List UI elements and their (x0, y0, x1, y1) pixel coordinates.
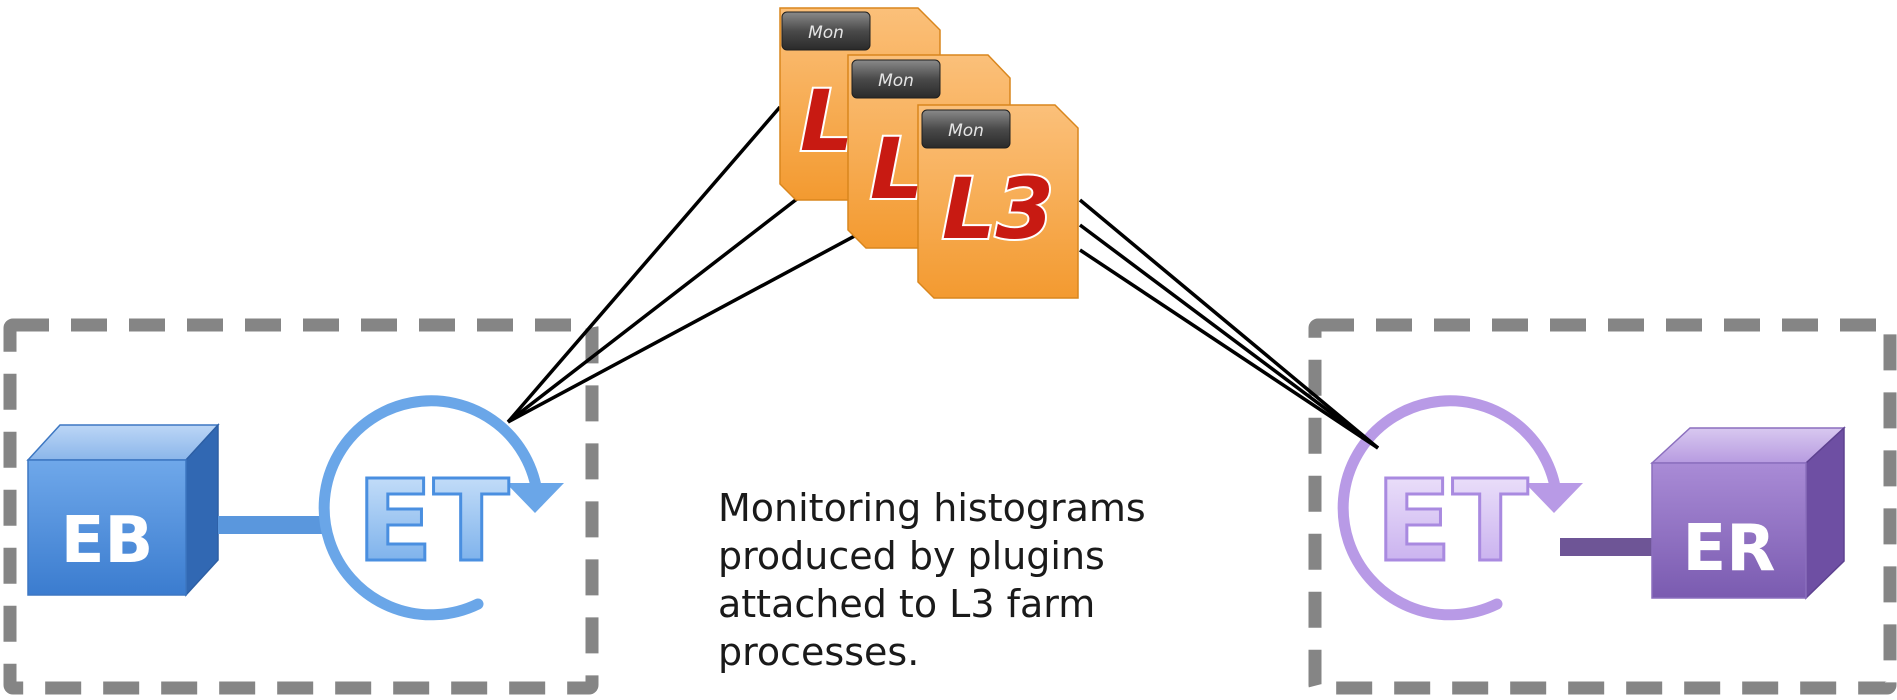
caption-line: processes. (718, 630, 920, 674)
et-left-node: ET (318, 395, 564, 621)
et-right-arrowhead-icon (1525, 483, 1583, 513)
mon-tab-label: Mon (948, 121, 984, 141)
caption-line: produced by plugins (718, 534, 1105, 578)
caption-text: Monitoring histograms produced by plugin… (718, 484, 1238, 676)
caption-line: attached to L3 farm (718, 582, 1096, 626)
refresh-arrow-icon (1337, 395, 1563, 621)
mon-tab (851, 59, 941, 99)
et-left-label: ET (357, 457, 510, 587)
eb-cube: EB (26, 423, 220, 597)
mon-tab-label: Mon (878, 71, 914, 91)
l3-doc-label: L3 (942, 160, 1054, 258)
eb-label: EB (61, 504, 154, 578)
er-cube: ER (1650, 426, 1846, 600)
l3-document-front: Mon L3 (917, 104, 1079, 299)
eb-et-connector (218, 516, 328, 534)
mon-tab (781, 11, 871, 51)
er-label: ER (1683, 512, 1776, 586)
mon-tab (921, 109, 1011, 149)
l3-connection-lines (506, 105, 1380, 450)
caption-line: Monitoring histograms (718, 486, 1146, 530)
et-er-connector (1560, 538, 1652, 556)
et-right-node: ET (1337, 395, 1583, 621)
left-group-dashed-border (3, 318, 599, 695)
et-right-label: ET (1376, 457, 1529, 587)
refresh-arrow-icon (318, 395, 544, 621)
mon-tab-label: Mon (808, 23, 844, 43)
et-left-arrowhead-icon (506, 483, 564, 513)
right-group-dashed-border (1308, 318, 1897, 695)
